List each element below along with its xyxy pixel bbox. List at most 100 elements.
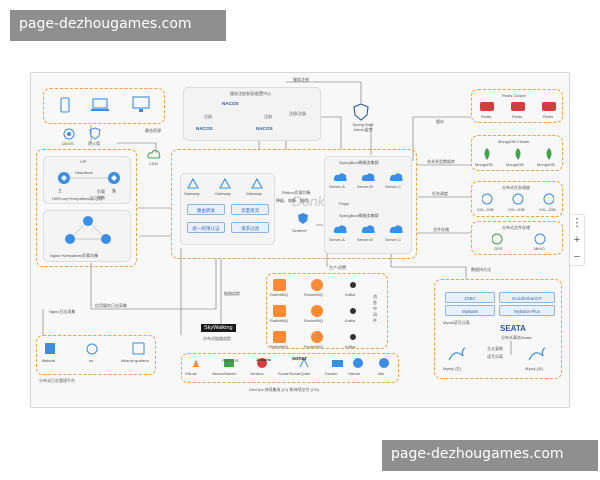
nexus-brand: PNEXUS <box>222 358 239 363</box>
edge-register-2 <box>321 116 342 149</box>
tool-jenkins: Jenkins <box>250 371 264 376</box>
sync-label: 主从复制 <box>487 346 503 351</box>
zoom-in-button[interactable]: + <box>573 234 581 246</box>
pill-jdbc: JDBC <box>445 292 495 303</box>
tool-sonar: Sonar/SonarQube <box>278 371 311 376</box>
mq-node-6: Kafka <box>345 318 356 323</box>
nacos-sync-2: 注册 <box>264 114 272 119</box>
edge-nacos-admin <box>286 81 362 103</box>
elk-title: 分布式日志管理平台 <box>39 378 75 383</box>
sentinel-tags: 降级、熔断、限流 <box>276 198 308 203</box>
springboot-bottom-icons <box>333 225 403 233</box>
spring-admin-label: Spring Boot Admin监控 <box>352 122 374 132</box>
mq-node-2: RocketMQ <box>304 292 323 297</box>
bottom-server-c: Server-C <box>385 237 402 242</box>
balance-label: 负载均衡 <box>97 189 105 200</box>
feign-label: Feign <box>339 201 350 206</box>
tool-harbor: Harbor <box>348 371 361 376</box>
skywalking-logo: SkyWalking <box>201 324 236 332</box>
app-log-label: 应用服务日志采集 <box>95 303 127 308</box>
mysql-icons <box>448 347 546 361</box>
ha-box: VIP Heartbeat 主 备 HAProxy+Keepalived高可用 <box>43 156 131 204</box>
devops-title: DevOps 持续集成 (CI) 和持续交付 (CD) <box>249 387 319 392</box>
gateway-box: Gateway Gateway Gateway 路由转发 流量限流 统一权限认证… <box>180 173 275 245</box>
storage-edge-label: 文件存储 <box>433 227 449 232</box>
gateway-1-label: Gateway <box>184 191 200 196</box>
nginx-cluster-graph <box>65 216 111 244</box>
xxljob-node-1: XXL-JOB <box>477 207 494 212</box>
watermark-bottom: page-dezhougames.com <box>382 440 598 471</box>
elk-icons <box>45 342 145 355</box>
cdn-icon <box>147 149 161 159</box>
storage-title: 分布式文件存储 <box>502 225 530 230</box>
devops-icons <box>193 357 389 368</box>
nacos-box: 服务注册发现/配置中心 NACOS NACOS NACOS 注册 注册 <box>183 87 321 141</box>
elk-box: filebeat es kibana+grafana <box>36 335 156 375</box>
mq-icons <box>273 279 356 343</box>
nacos-title: 服务注册发现/配置中心 <box>230 91 272 96</box>
nginx-cluster-box: Nginx+Keepalived负载均衡 <box>43 210 131 262</box>
jenkins-brand: Jenkins <box>256 357 271 362</box>
seata-logo: SEATA <box>500 324 526 333</box>
redis-box: Redis Cluster Redis Redis Redis <box>471 89 563 123</box>
mq-edge-label: 生产/消费 <box>329 265 347 270</box>
mongo-title: MongoDB Cluster <box>498 139 530 144</box>
gateway-2-label: Gateway <box>215 191 231 196</box>
phone-icon <box>60 97 70 113</box>
mq-node-9: Kafka <box>345 344 356 349</box>
devops-box: PNEXUS Jenkins sonar GitLab Nexus/Maven … <box>181 353 399 383</box>
ha-label: HAProxy+Keepalived高可用 <box>52 196 102 201</box>
desktop-icon <box>132 96 150 112</box>
nginx-box: VIP Heartbeat 主 备 HAProxy+Keepalived高可用 … <box>36 149 137 267</box>
pill-mybatis: MyBatis <box>445 305 495 316</box>
kibana-label: kibana+grafana <box>121 358 149 363</box>
mq-box: RabbitMQ RocketMQ Kafka RabbitMQ RocketM… <box>266 273 388 349</box>
redis-edge-label: 缓存 <box>436 119 444 124</box>
mysql-slave: Mysql (从) <box>525 366 544 371</box>
nacos-node-3: NACOS <box>256 126 273 131</box>
main-label: 主 <box>58 188 62 193</box>
filebeat-label: filebeat <box>42 358 55 363</box>
gateway-icons <box>187 178 263 189</box>
redis-node-2: Redis <box>512 114 523 119</box>
bottom-server-b: Server-B <box>357 237 373 242</box>
xxljob-node-2: XXL-JOB <box>508 207 525 212</box>
top-server-c: Server-C <box>385 184 402 189</box>
top-server-b: Server-B <box>357 184 373 189</box>
gateway-3-label: Gateway <box>246 191 262 196</box>
sync-label-2: 读写分离 <box>487 354 503 359</box>
storage-box: 分布式文件存储 OSS MinIO <box>471 221 563 255</box>
xxljob-title: 分布式任务调度 <box>502 185 530 190</box>
spring-admin-icon <box>353 103 369 121</box>
nacos-reg-label: 服务注册 <box>293 77 309 82</box>
springboot-title-bottom: SpringBoot微服务集群 <box>339 213 379 218</box>
redis-icons <box>480 102 556 111</box>
client-box <box>43 88 165 124</box>
drag-handle-icon[interactable]: ⋮ <box>571 217 583 229</box>
tool-gitlab: GitLab <box>185 371 197 376</box>
sonar-brand: sonar <box>292 356 307 362</box>
mongo-node-1: MongoDB <box>475 162 493 167</box>
sentinel-icon <box>298 213 308 224</box>
nacos-node-2: NACOS <box>196 126 213 131</box>
mq-node-8: RocketMQ <box>304 344 323 349</box>
zoom-control: ⋮ + − <box>569 214 585 266</box>
tool-k8s: k8s <box>378 371 385 376</box>
backup-label: 备 <box>112 188 116 193</box>
edge-log <box>90 259 217 310</box>
zoom-out-button[interactable]: − <box>573 251 581 263</box>
ddos-label: DDOS <box>62 141 74 146</box>
es-label: es <box>89 358 94 363</box>
btn-auth: 统一权限认证 <box>187 222 225 233</box>
btn-ratelimit: 流量限流 <box>231 204 269 215</box>
springboot-box: SpringBoot微服务集群 Server-A Server-B Server… <box>324 156 412 254</box>
storage-minio: MinIO <box>534 246 545 251</box>
top-server-a: Server-A <box>329 184 345 189</box>
redis-node-1: Redis <box>481 114 492 119</box>
xxljob-edge-label: 任务调度 <box>432 191 448 196</box>
nacos-sync-1: 注册 <box>204 114 212 119</box>
mq-node-1: RabbitMQ <box>270 292 289 297</box>
service-box: Donkee Gateway Gateway Gateway 路由转发 流量限流… <box>171 149 417 259</box>
bottom-server-a: Server-A <box>329 237 345 242</box>
mq-label: 消息中间件 <box>373 294 377 323</box>
